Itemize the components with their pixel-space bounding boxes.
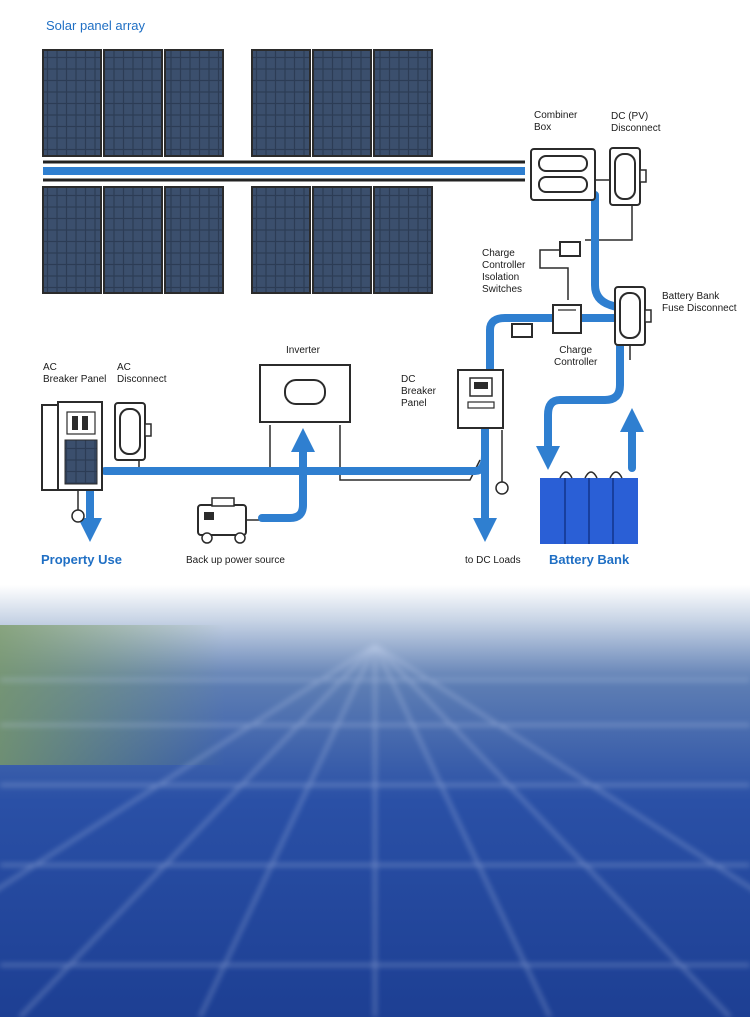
label-battery-fuse: Battery Bank Fuse Disconnect [662, 291, 737, 314]
array-rails [43, 160, 525, 182]
power-flow [78, 191, 644, 542]
dc-breaker-panel [457, 369, 509, 495]
charge-controller [552, 304, 582, 334]
label-combiner-box: Combiner Box [534, 110, 578, 133]
solar-panel [42, 49, 102, 157]
solar-panel-array-bottom [42, 186, 433, 294]
label-dc-breaker-panel: DC Breaker Panel [401, 374, 437, 409]
generator-icon [197, 497, 247, 544]
ac-breaker-panel [41, 401, 103, 523]
ac-disconnect [114, 402, 152, 461]
solar-panel [164, 49, 224, 157]
diagram-title: Solar panel array [46, 18, 145, 33]
label-to-dc-loads: to DC Loads [465, 555, 521, 566]
solar-panel [164, 186, 224, 294]
label-ac-disconnect: AC Disconnect [117, 362, 167, 385]
battery-fuse-disconnect [614, 286, 652, 346]
label-ac-breaker-panel: AC Breaker Panel [43, 362, 107, 385]
combiner-box [530, 148, 596, 201]
solar-panel [42, 186, 102, 294]
solar-panel [251, 186, 311, 294]
output-battery-bank: Battery Bank [549, 552, 630, 567]
solar-panel [312, 49, 372, 157]
solar-panel [312, 186, 372, 294]
battery-bank [540, 471, 638, 544]
inverter [259, 364, 351, 423]
label-inverter: Inverter [286, 345, 320, 356]
isolation-switches [511, 241, 581, 338]
solar-panel [251, 49, 311, 157]
label-backup-power: Back up power source [186, 555, 285, 566]
label-charge-controller: Charge Controller [554, 345, 598, 368]
solar-panel [373, 49, 433, 157]
diagram-canvas [41, 49, 652, 544]
solar-panel-photo [0, 585, 750, 1017]
dc-pv-disconnect [609, 147, 647, 206]
solar-panel [103, 49, 163, 157]
label-dc-pv-disconnect: DC (PV) Disconnect [611, 111, 661, 134]
solar-panel [103, 186, 163, 294]
label-isolation-switches: Charge Controller Isolation Switches [482, 248, 526, 295]
solar-panel [373, 186, 433, 294]
output-property-use: Property Use [41, 552, 122, 567]
solar-panel-array-top [42, 49, 433, 157]
